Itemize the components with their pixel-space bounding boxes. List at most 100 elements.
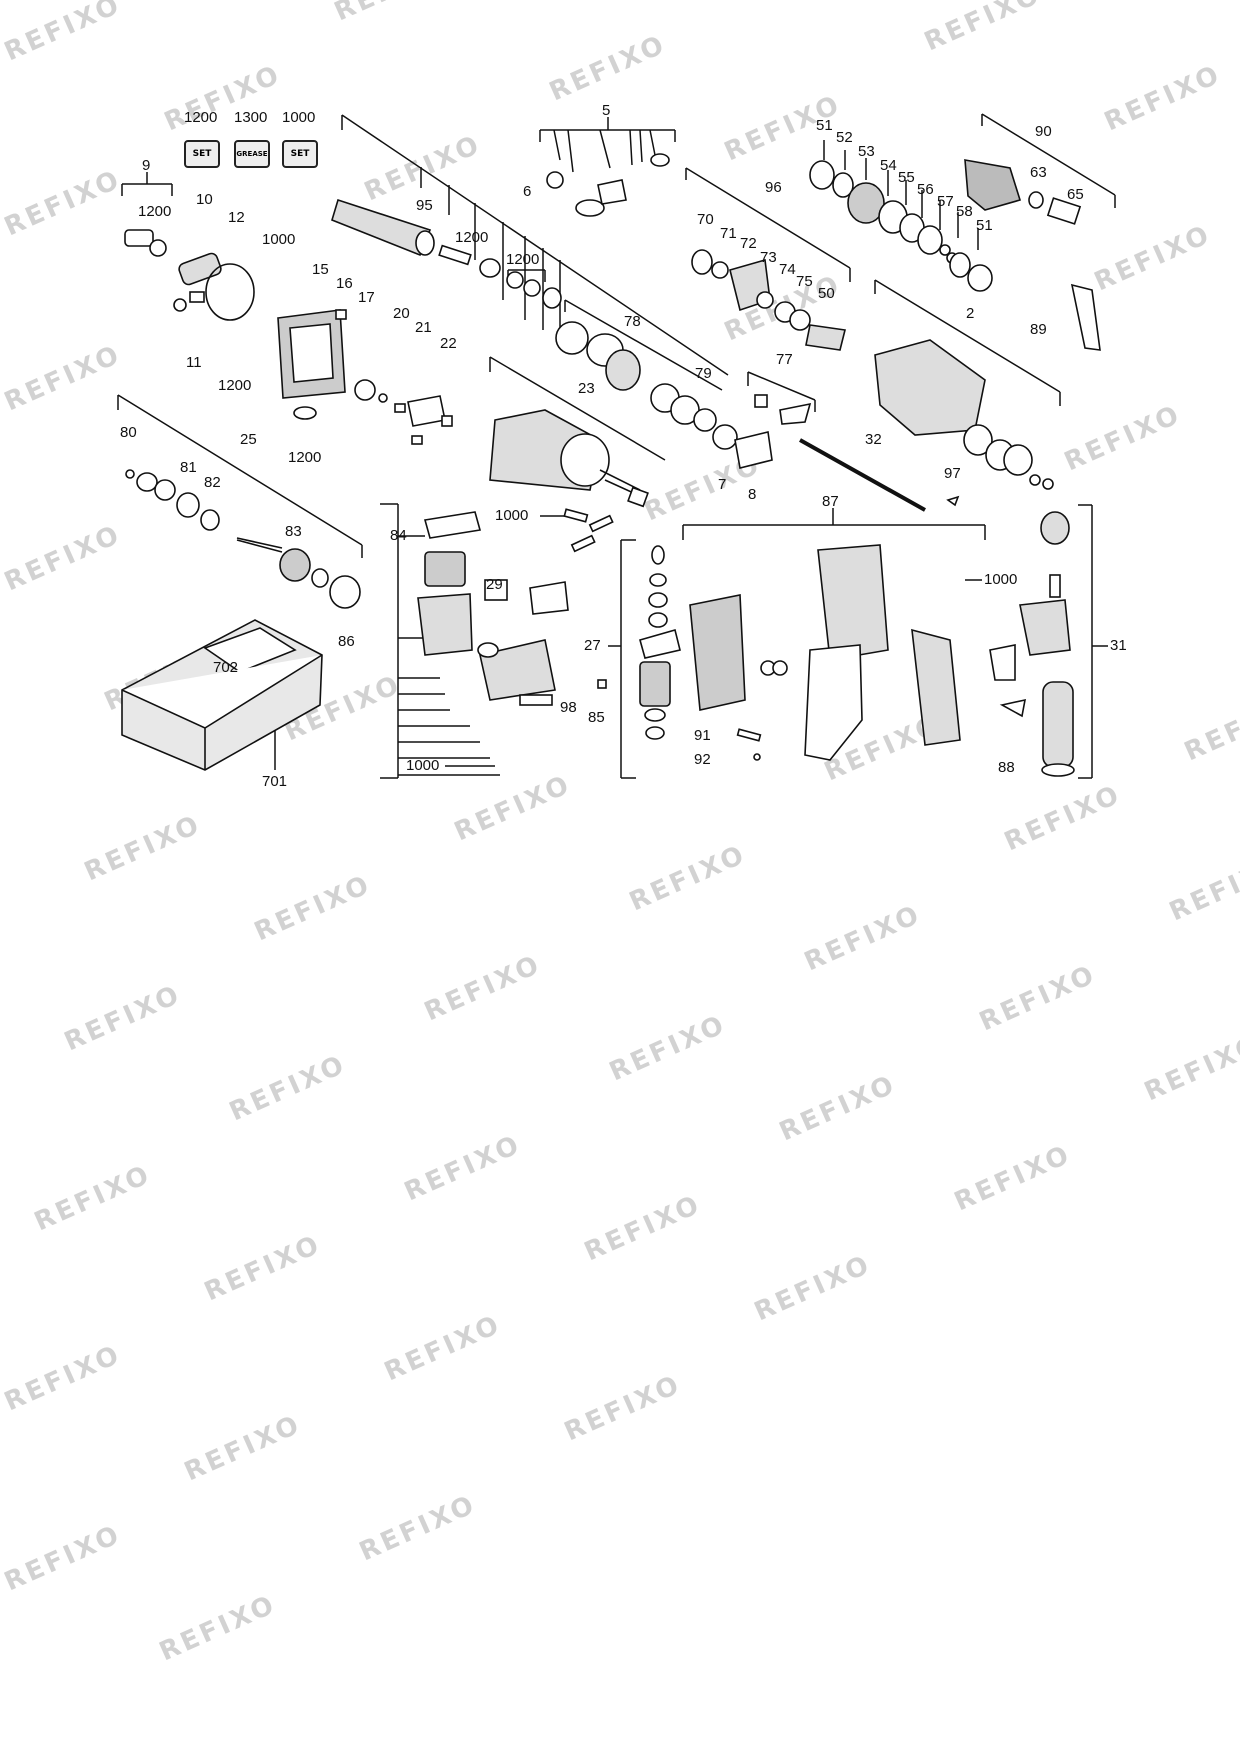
bracket-86 xyxy=(380,503,399,779)
part-92 xyxy=(753,753,761,761)
part-82 xyxy=(200,509,220,531)
part-51 xyxy=(809,160,835,190)
badge-text: GREASE xyxy=(236,150,268,158)
part-ring-d xyxy=(477,642,499,658)
part-78-bearing xyxy=(605,349,641,391)
part-65 xyxy=(1046,197,1082,225)
bracket-31 xyxy=(1078,504,1108,779)
part-87-shell xyxy=(817,544,889,661)
part-17-ring xyxy=(378,393,388,403)
part-label: 98 xyxy=(560,699,577,716)
bracket-6-leaders xyxy=(420,167,561,335)
part-5-d xyxy=(650,153,670,167)
part-27-bearing xyxy=(648,592,668,608)
part-27-bottom-bearing xyxy=(645,726,665,740)
part-label: 31 xyxy=(1110,637,1127,654)
part-label: 1200 xyxy=(218,377,252,394)
part-79-ring-3 xyxy=(693,408,717,432)
part-label: 10 xyxy=(196,191,213,208)
part-label: 53 xyxy=(858,143,875,160)
part-75 xyxy=(789,309,811,331)
badge-text: SET xyxy=(192,149,212,159)
part-50 xyxy=(805,324,846,351)
part-95-ring xyxy=(415,230,435,256)
part-label: 1200 xyxy=(288,449,322,466)
part-label: 83 xyxy=(285,523,302,540)
part-98 xyxy=(519,694,553,706)
part-77-b xyxy=(779,402,812,425)
part-29-b xyxy=(529,581,569,615)
part-2-ball xyxy=(1029,474,1041,486)
part-70 xyxy=(691,249,713,275)
bracket-27 xyxy=(608,539,636,779)
part-drive-sleeve xyxy=(331,198,432,257)
part-label: 1200 xyxy=(138,203,172,220)
part-77-a xyxy=(754,394,768,408)
part-31-cap xyxy=(1040,511,1070,545)
part-53 xyxy=(847,182,885,224)
part-27-rotor xyxy=(639,661,671,707)
bracket-6 xyxy=(341,114,729,376)
leaders-51-58 xyxy=(823,140,979,250)
part-78-ring-1 xyxy=(555,321,589,355)
part-32-rod xyxy=(799,438,926,512)
part-83-gear xyxy=(279,548,311,582)
part-63 xyxy=(1028,191,1044,209)
part-label: 22 xyxy=(440,335,457,352)
part-57-ball xyxy=(939,244,951,256)
part-label: 1200 xyxy=(455,229,489,246)
part-label: 75 xyxy=(796,273,813,290)
part-31-base xyxy=(1041,763,1075,777)
part-label: 73 xyxy=(760,249,777,266)
part-label: 97 xyxy=(944,465,961,482)
part-83-disk xyxy=(329,575,361,609)
bracket-78 xyxy=(564,299,723,391)
part-label: 701 xyxy=(262,773,288,790)
part-31-pin xyxy=(1049,574,1061,598)
part-2-ball xyxy=(1042,478,1054,490)
badge-text: SET xyxy=(290,149,310,159)
set-badge-1000: SET xyxy=(282,140,318,168)
part-20-screw xyxy=(394,403,406,413)
part-stator xyxy=(424,551,466,587)
part-701-edges xyxy=(121,654,323,770)
part-label: 1000 xyxy=(984,571,1018,588)
part-label: 20 xyxy=(393,305,410,322)
part-90-chuck xyxy=(964,159,1022,211)
part-label: 29 xyxy=(486,576,503,593)
part-label: 70 xyxy=(697,211,714,228)
part-label: 50 xyxy=(818,285,835,302)
part-label: 32 xyxy=(865,431,882,448)
leaders-1000 xyxy=(445,515,982,767)
part-label: 2 xyxy=(966,305,975,322)
part-21-plate xyxy=(407,395,446,427)
part-17-bearing xyxy=(354,379,376,401)
part-2-ring-c xyxy=(1003,444,1033,476)
bracket-77 xyxy=(747,371,816,412)
part-pin xyxy=(438,244,472,266)
part-5-a xyxy=(546,171,564,189)
badge-qty-1200: 1200 xyxy=(184,109,218,126)
part-83-ring xyxy=(311,568,329,588)
part-23-end xyxy=(627,486,649,508)
part-ring-a xyxy=(506,271,524,289)
part-label: 21 xyxy=(415,319,432,336)
part-51b xyxy=(967,264,993,292)
part-label: 72 xyxy=(740,235,757,252)
part-5-c xyxy=(597,179,627,205)
part-27-fan xyxy=(639,629,681,659)
part-label: 12 xyxy=(228,209,245,226)
part-27-cap xyxy=(651,545,665,565)
part-label: 86 xyxy=(338,633,355,650)
part-label: 78 xyxy=(624,313,641,330)
part-27-bottom-ring xyxy=(644,708,666,722)
part-81 xyxy=(154,479,176,501)
part-31-grip xyxy=(1042,681,1074,768)
part-label: 71 xyxy=(720,225,737,242)
part-73 xyxy=(756,291,774,309)
part-71 xyxy=(711,261,729,279)
part-oring-small xyxy=(293,406,317,420)
part-ring-c xyxy=(542,287,562,309)
part-11-pin xyxy=(189,291,205,303)
